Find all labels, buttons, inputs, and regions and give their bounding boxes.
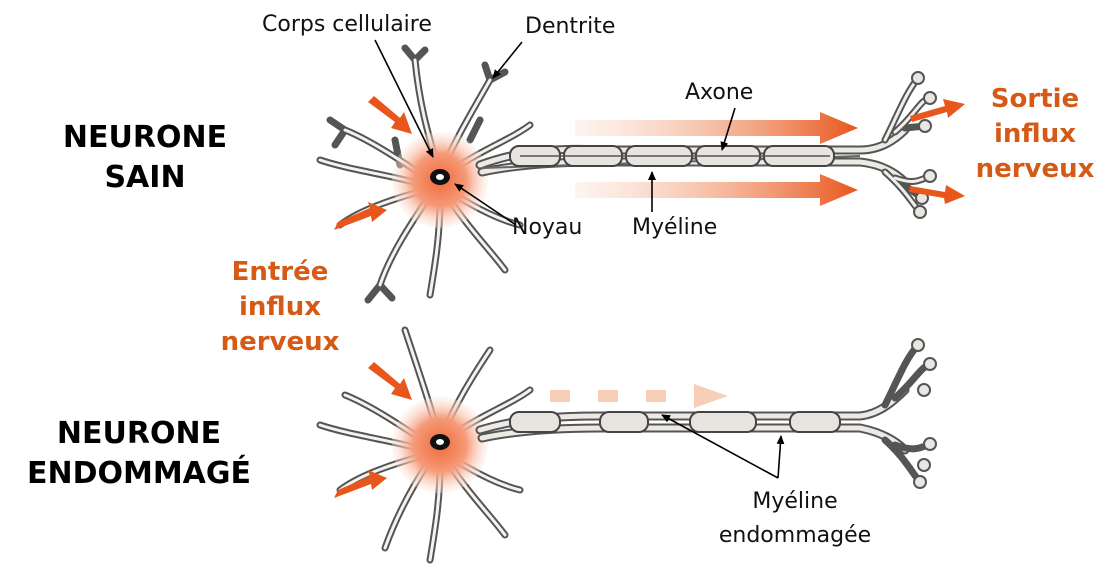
- damaged-myelin-label: Myéline endommagée: [700, 485, 890, 553]
- damaged-neuron-title: NEURONE ENDOMMAGÉ: [4, 414, 274, 494]
- damaged-axon: [480, 390, 905, 450]
- healthy-output-arrows: [909, 99, 965, 204]
- healthy-title-line-2: SAIN: [30, 158, 260, 198]
- damaged-myelin-line-1: Myéline: [700, 485, 890, 519]
- input-label-line-2: influx: [205, 290, 355, 325]
- dendrite-label: Dentrite: [525, 14, 615, 39]
- damaged-myelin-line-2: endommagée: [700, 519, 890, 553]
- healthy-axon: [480, 130, 905, 182]
- healthy-neuron-title: NEURONE SAIN: [30, 118, 260, 198]
- axon-label: Axone: [685, 80, 753, 105]
- output-label-line-2: influx: [965, 117, 1105, 152]
- output-label-line-1: Sortie: [965, 82, 1105, 117]
- input-label-line-3: nerveux: [205, 325, 355, 360]
- healthy-neuron: [320, 48, 965, 300]
- cell-body-label: Corps cellulaire: [262, 12, 432, 37]
- healthy-title-line-1: NEURONE: [30, 118, 260, 158]
- input-impulse-label: Entrée influx nerveux: [205, 255, 355, 360]
- output-impulse-label: Sortie influx nerveux: [965, 82, 1105, 187]
- myelin-label: Myéline: [632, 215, 717, 240]
- output-label-line-3: nerveux: [965, 152, 1105, 187]
- input-label-line-1: Entrée: [205, 255, 355, 290]
- nucleus-label: Noyau: [512, 215, 582, 240]
- damaged-title-line-2: ENDOMMAGÉ: [4, 454, 274, 494]
- damaged-signal-arrow: [550, 384, 728, 408]
- damaged-title-line-1: NEURONE: [4, 414, 274, 454]
